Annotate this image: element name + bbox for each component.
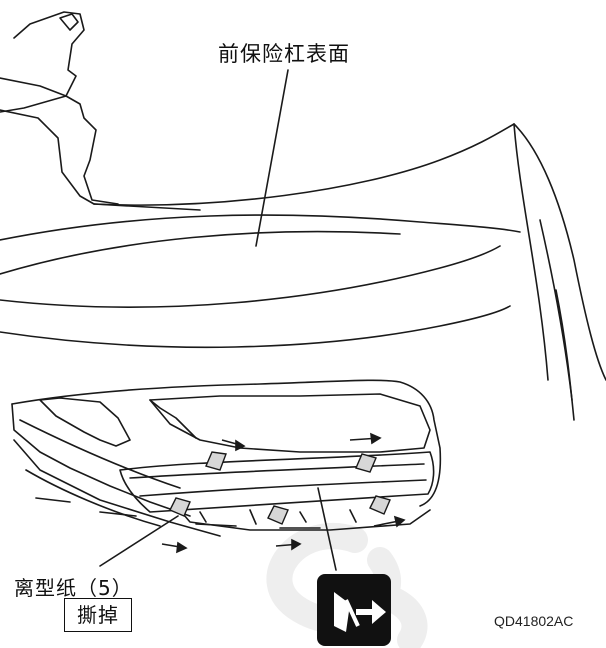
pointer-release	[99, 515, 179, 567]
pointer-surface	[255, 69, 289, 247]
tape-tab	[355, 453, 377, 473]
peel-off-label: 撕掉	[64, 598, 132, 632]
fender-outline	[0, 11, 201, 211]
tape-tab	[169, 497, 191, 517]
tape-tab	[205, 451, 227, 471]
tape-tabs	[169, 451, 391, 525]
lower-grille	[11, 379, 442, 537]
tape-tab	[267, 505, 289, 525]
tape-tab	[369, 495, 391, 515]
peel-arrows	[161, 432, 406, 554]
figure-code: QD41802AC	[494, 613, 574, 629]
bumper-surface	[0, 123, 606, 421]
pointer-peel	[317, 487, 337, 571]
release-paper-label: 离型纸（5）	[14, 576, 133, 600]
peel-off-icon	[317, 574, 391, 646]
bumper-surface-label: 前保险杠表面	[218, 42, 350, 66]
